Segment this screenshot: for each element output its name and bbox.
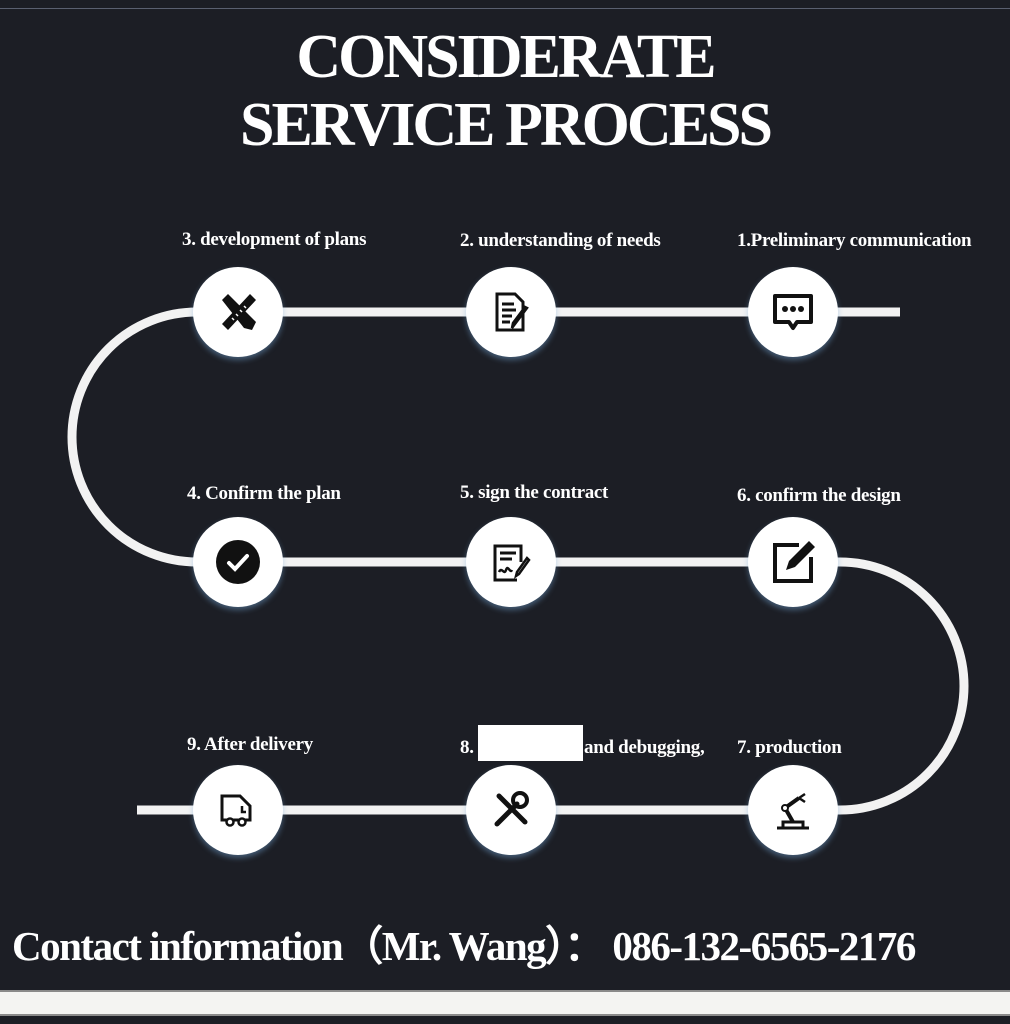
delivery-truck-icon	[220, 794, 252, 827]
robot-arm-icon	[777, 792, 809, 830]
step-7-label: 7. production	[737, 737, 842, 758]
step-8-label-after: and debugging,	[584, 737, 705, 758]
step-9-node	[193, 765, 283, 855]
step-2-label: 2. understanding of needs	[460, 230, 661, 251]
step-6-label: 6. confirm the design	[737, 485, 901, 506]
page-title-line1: CONSIDERATE	[296, 23, 716, 91]
edit-square-icon	[773, 541, 815, 583]
step-1-node	[748, 267, 838, 357]
step-9-label: 9. After delivery	[187, 734, 313, 755]
page-title-line2: SERVICE PROCESS	[240, 91, 773, 159]
checkmark-icon	[216, 540, 260, 584]
footer-bar	[0, 990, 1010, 1016]
step-4-node	[193, 517, 283, 607]
step-1-label: 1.Preliminary communication	[737, 230, 972, 251]
step-3-label: 3. development of plans	[182, 229, 367, 250]
tools-icon	[494, 791, 529, 827]
step-5-label: 5. sign the contract	[460, 482, 609, 503]
step-8-node	[466, 765, 556, 855]
ruler-pencil-icon	[222, 294, 256, 330]
step-8-label: 8.	[460, 737, 474, 758]
redaction-box	[478, 725, 583, 761]
step-5-node	[466, 517, 556, 607]
top-divider	[0, 8, 1010, 9]
step-2-node	[466, 267, 556, 357]
step-3-node	[193, 267, 283, 357]
contract-sign-icon	[493, 544, 531, 582]
contact-information: Contact information（Mr. Wang）： 086-132-6…	[12, 923, 916, 969]
chat-bubble-icon	[773, 294, 813, 330]
step-4-label: 4. Confirm the plan	[187, 483, 341, 504]
document-edit-icon	[495, 292, 529, 332]
step-6-node	[748, 517, 838, 607]
step-7-node	[748, 765, 838, 855]
